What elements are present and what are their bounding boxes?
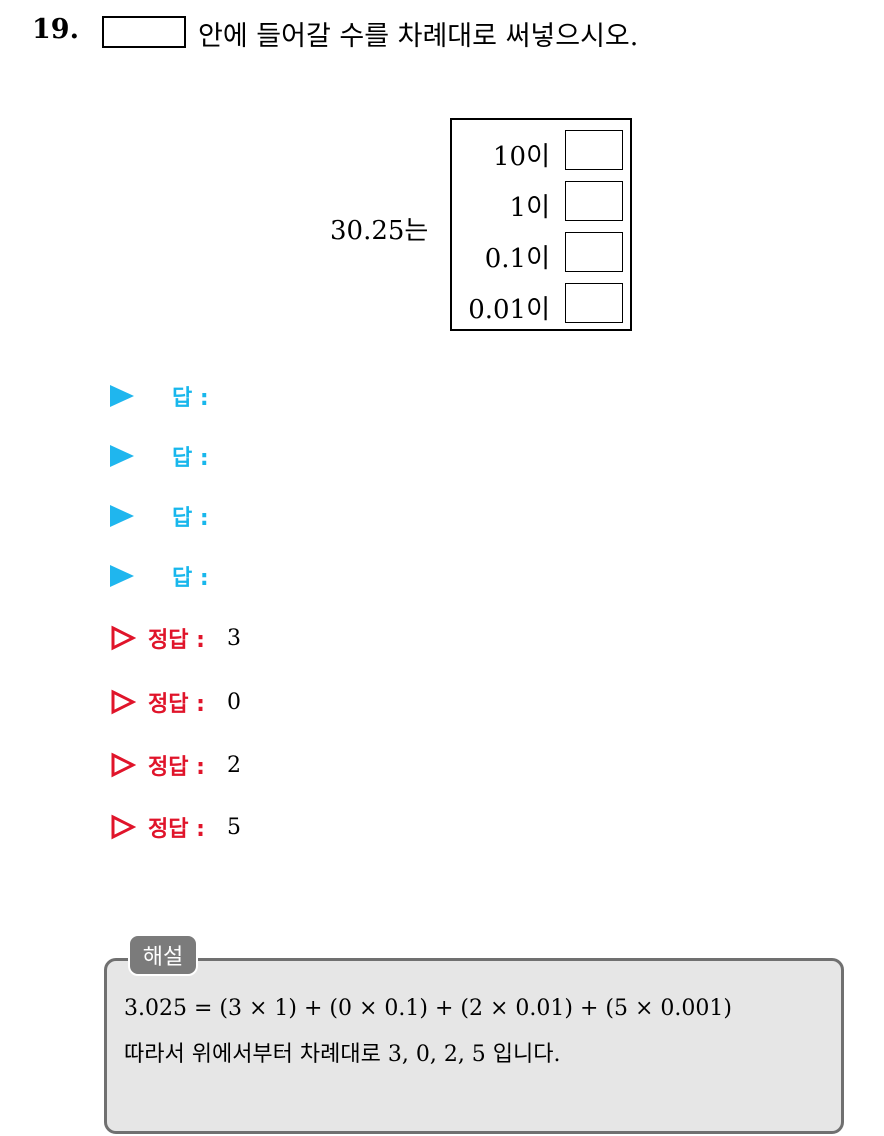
blank-box-icon — [102, 16, 186, 48]
correct-label: 정답 : — [148, 755, 205, 780]
answer-label: 답 : — [172, 506, 209, 531]
triangle-right-icon — [110, 385, 134, 407]
correct-row: 정답 : 5 — [110, 811, 241, 843]
correct-value: 0 — [226, 689, 241, 715]
correct-value: 2 — [226, 752, 241, 778]
row-label-hundredths: 0.01이 — [468, 295, 550, 325]
row-label-tenths: 0.1이 — [484, 244, 550, 274]
correct-value: 3 — [226, 625, 241, 651]
explanation-formula: 3.025 = (3 × 1) + (0 × 0.1) + (2 × 0.01)… — [124, 996, 732, 1021]
explanation-box — [104, 958, 844, 1134]
triangle-outline-icon — [111, 689, 136, 715]
correct-row: 정답 : 0 — [110, 686, 241, 718]
correct-label: 정답 : — [148, 817, 205, 842]
explanation-tag: 해설 — [128, 934, 198, 976]
answer-label: 답 : — [172, 566, 209, 591]
triangle-outline-icon — [111, 752, 136, 778]
answer-label: 답 : — [172, 386, 209, 411]
question-text: 안에 들어갈 수를 차례대로 써넣으시오. — [198, 21, 639, 52]
answer-box-tens[interactable] — [565, 130, 623, 170]
answer-box-ones[interactable] — [565, 181, 623, 221]
triangle-right-icon — [110, 565, 134, 587]
answer-box-tenths[interactable] — [565, 232, 623, 272]
place-value-frame: 10이 1이 0.1이 0.01이 — [450, 118, 632, 331]
triangle-right-icon — [110, 445, 134, 467]
triangle-outline-icon — [111, 814, 136, 840]
number-label: 30.25는 — [330, 216, 429, 246]
answer-label: 답 : — [172, 446, 209, 471]
answer-box-hundredths[interactable] — [565, 283, 623, 323]
answer-row[interactable]: 답 : — [110, 440, 209, 472]
answer-row[interactable]: 답 : — [110, 500, 209, 532]
answer-row[interactable]: 답 : — [110, 380, 209, 412]
triangle-right-icon — [110, 505, 134, 527]
question-number: 19. — [32, 14, 79, 45]
correct-row: 정답 : 3 — [110, 622, 241, 654]
row-label-ones: 1이 — [509, 193, 550, 223]
answer-row[interactable]: 답 : — [110, 560, 209, 592]
correct-label: 정답 : — [148, 628, 205, 653]
explanation-conclusion: 따라서 위에서부터 차례대로 3, 0, 2, 5 입니다. — [124, 1042, 561, 1067]
triangle-outline-icon — [111, 625, 136, 651]
row-label-tens: 10이 — [492, 142, 550, 172]
correct-row: 정답 : 2 — [110, 749, 241, 781]
correct-value: 5 — [226, 814, 241, 840]
correct-label: 정답 : — [148, 692, 205, 717]
